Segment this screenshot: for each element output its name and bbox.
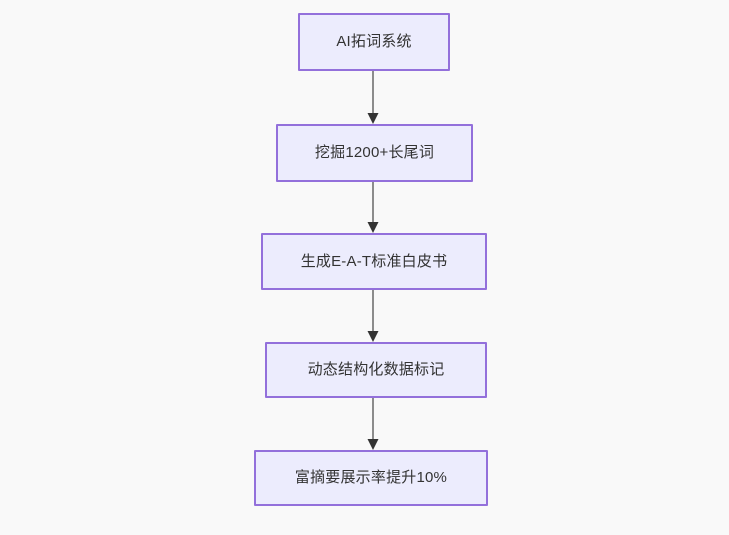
flow-node-label: 动态结构化数据标记 — [307, 361, 445, 378]
flow-edge-1 — [366, 71, 380, 124]
flow-node-dynamic-structured-data-markup[interactable]: 动态结构化数据标记 — [265, 342, 487, 398]
flow-node-ai-keyword-system[interactable]: AI拓词系统 — [298, 13, 450, 71]
flow-node-label: 富摘要展示率提升10% — [294, 469, 448, 486]
flow-node-label: AI拓词系统 — [336, 33, 412, 50]
flow-edge-2 — [366, 182, 380, 233]
flow-node-mine-longtail-keywords[interactable]: 挖掘1200+长尾词 — [276, 124, 473, 182]
flow-node-rich-snippet-rate-increase[interactable]: 富摘要展示率提升10% — [254, 450, 488, 506]
flow-node-label: 生成E-A-T标准白皮书 — [300, 252, 448, 270]
flow-edge-4 — [366, 398, 380, 450]
flow-edge-3 — [366, 290, 380, 342]
flow-node-label: 挖掘1200+长尾词 — [314, 144, 435, 161]
flow-node-generate-eat-whitepaper[interactable]: 生成E-A-T标准白皮书 — [261, 233, 487, 290]
